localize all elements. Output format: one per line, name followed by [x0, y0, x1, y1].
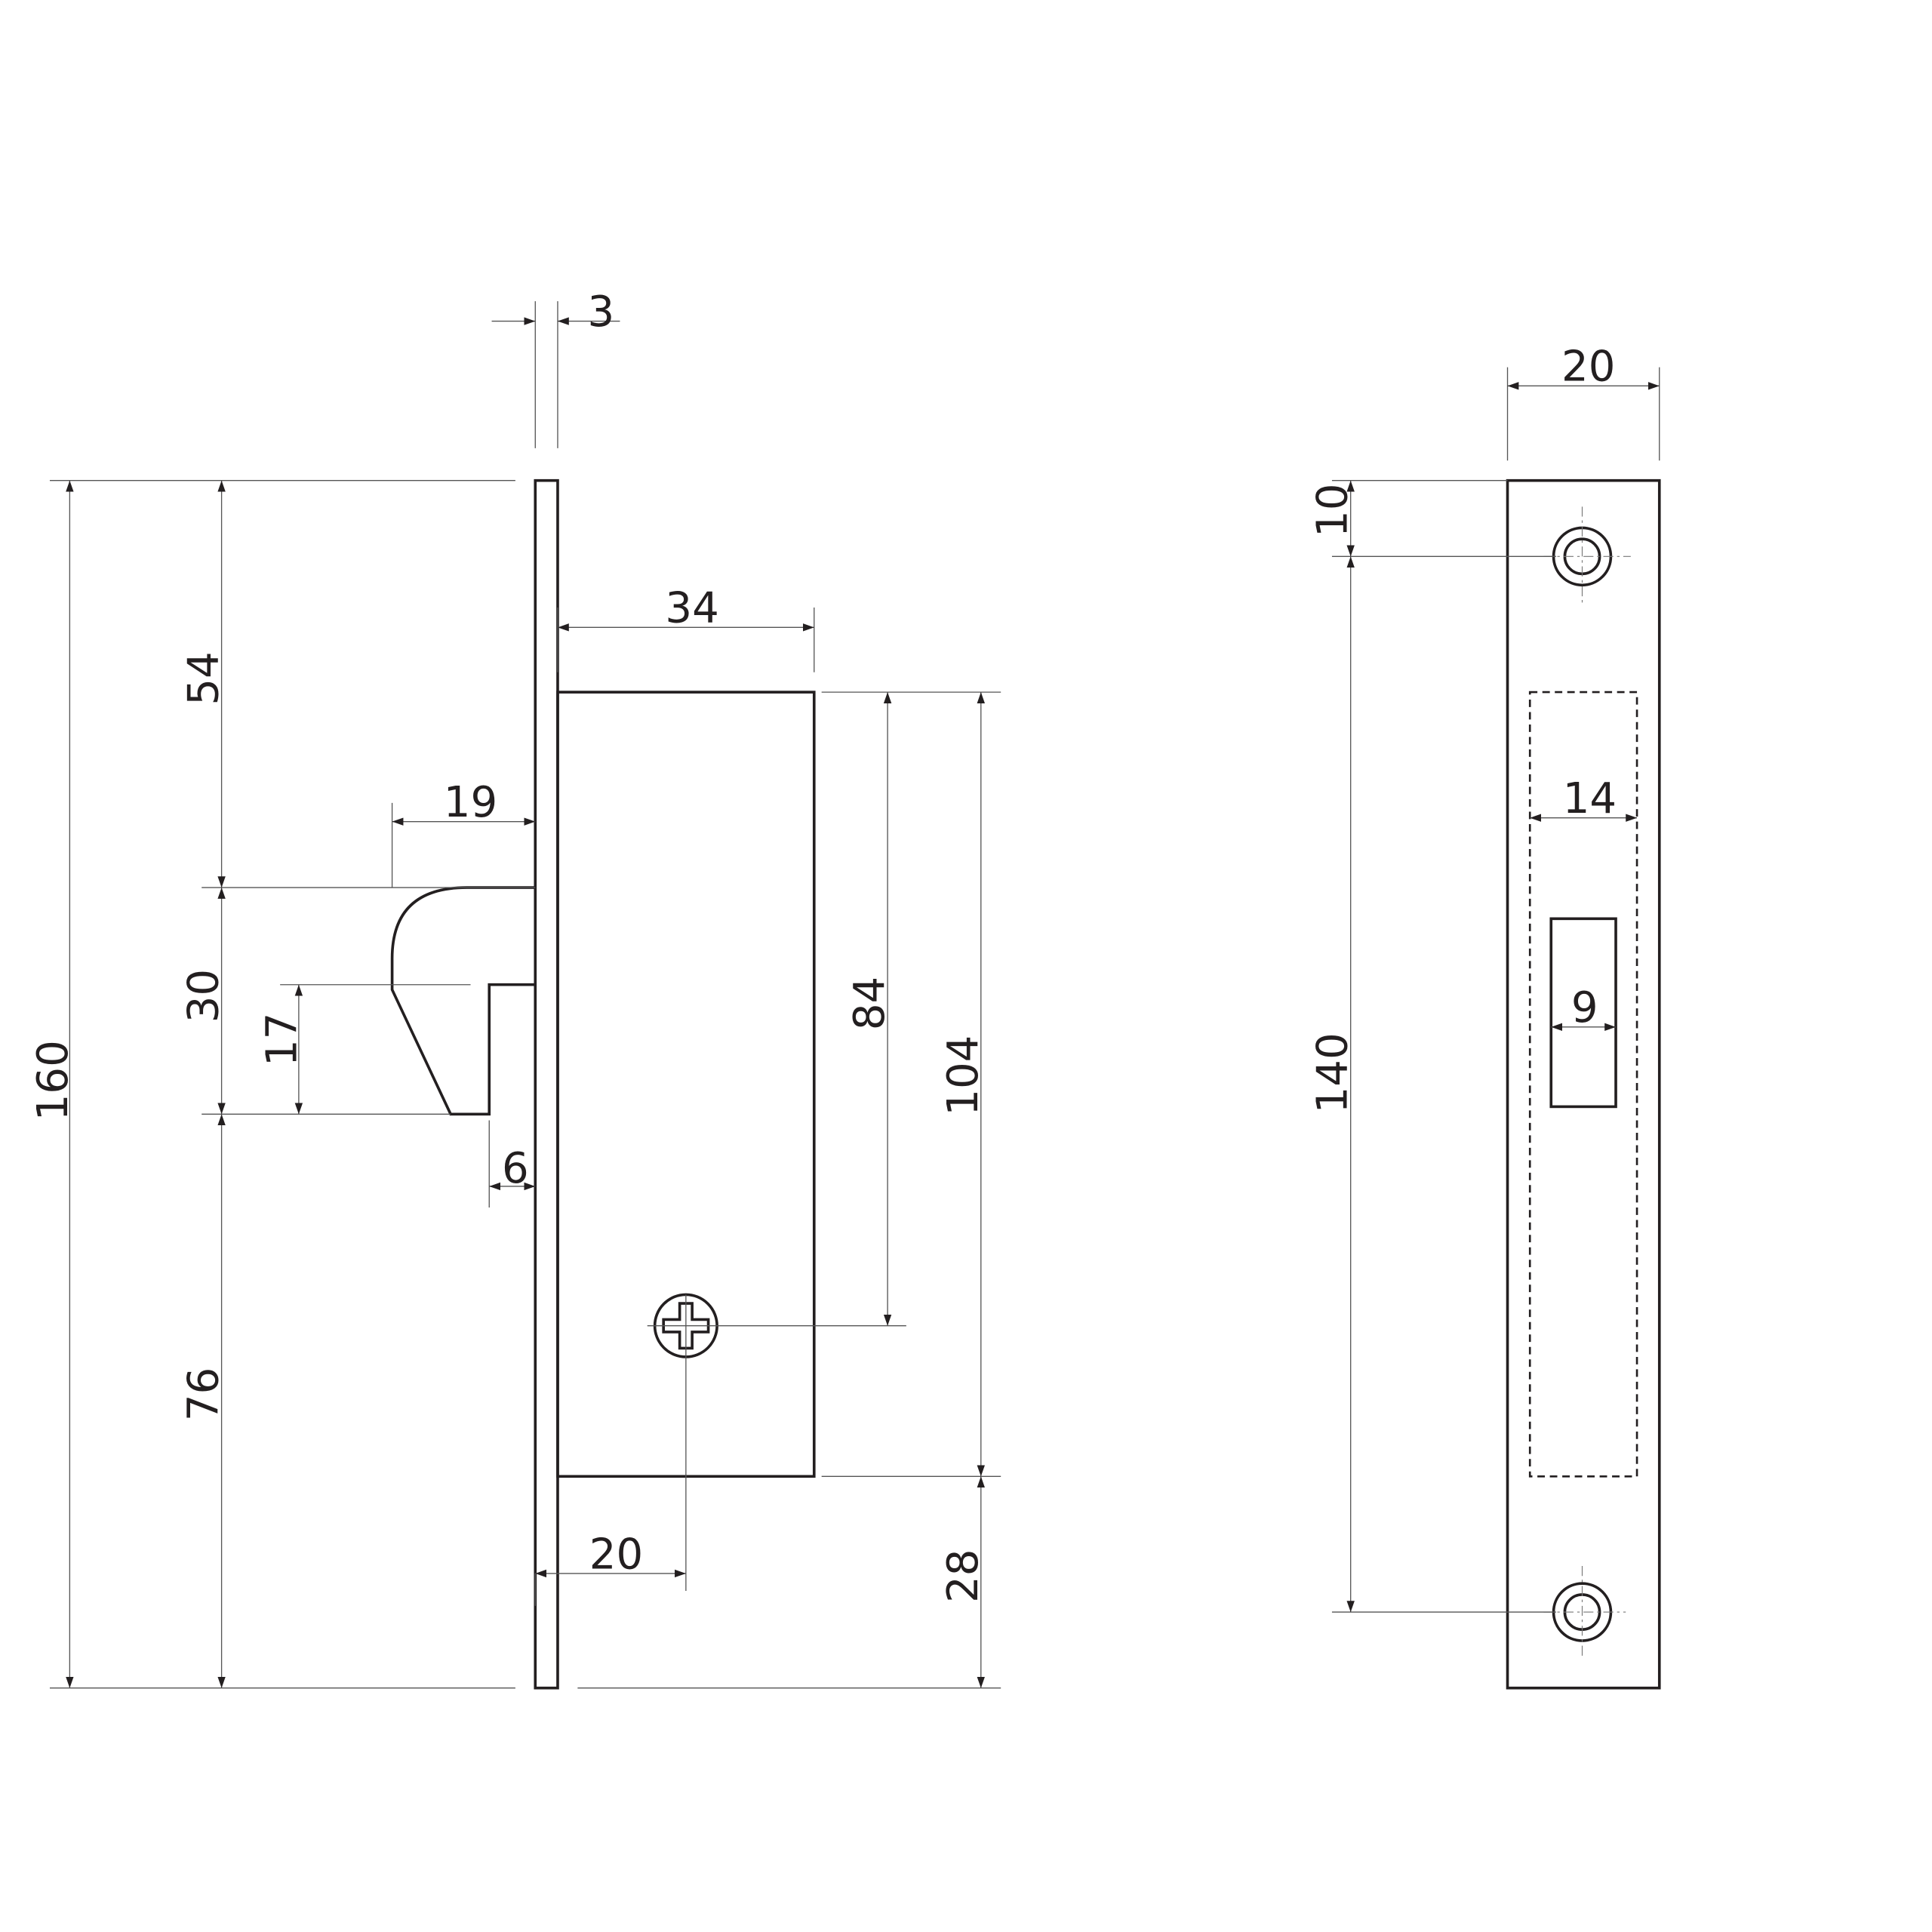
dim-latch-slot-width: 9 — [1571, 983, 1598, 1032]
faceplate — [534, 478, 559, 1690]
dim-latch-height: 30 — [180, 969, 229, 1023]
screw-hole-top — [1543, 506, 1631, 607]
dim-plate-thickness: 3 — [588, 288, 615, 337]
dim-latch-angle-height: 17 — [258, 1013, 307, 1066]
dim-plate-width: 20 — [1561, 343, 1615, 392]
dim-latch-to-bottom: 76 — [180, 1367, 229, 1421]
body-outline-hidden — [1528, 691, 1638, 1478]
dim-hole-from-top: 10 — [1309, 484, 1358, 537]
latch-slot — [1549, 917, 1617, 1109]
dim-screw-backset: 20 — [589, 1530, 643, 1579]
dim-body-depth: 34 — [665, 584, 718, 633]
dim-body-height: 104 — [939, 1035, 988, 1116]
dim-screw-offset: 84 — [845, 977, 894, 1030]
dim-hole-spacing: 140 — [1309, 1032, 1358, 1113]
dim-total-height: 160 — [29, 1040, 78, 1121]
dim-top-to-latch: 54 — [180, 651, 229, 705]
side-view: 3 160 54 30 17 76 19 6 34 84 104 20 28 — [29, 288, 1001, 1690]
dim-body-to-bottom: 28 — [939, 1549, 988, 1603]
latch-bolt — [390, 886, 536, 1116]
faceplate-front — [1506, 478, 1661, 1690]
dim-latch-projection: 19 — [444, 778, 497, 827]
dim-latch-step: 6 — [502, 1144, 529, 1193]
front-view: 20 10 140 14 9 — [1309, 343, 1661, 1690]
dim-body-width: 14 — [1563, 774, 1617, 823]
